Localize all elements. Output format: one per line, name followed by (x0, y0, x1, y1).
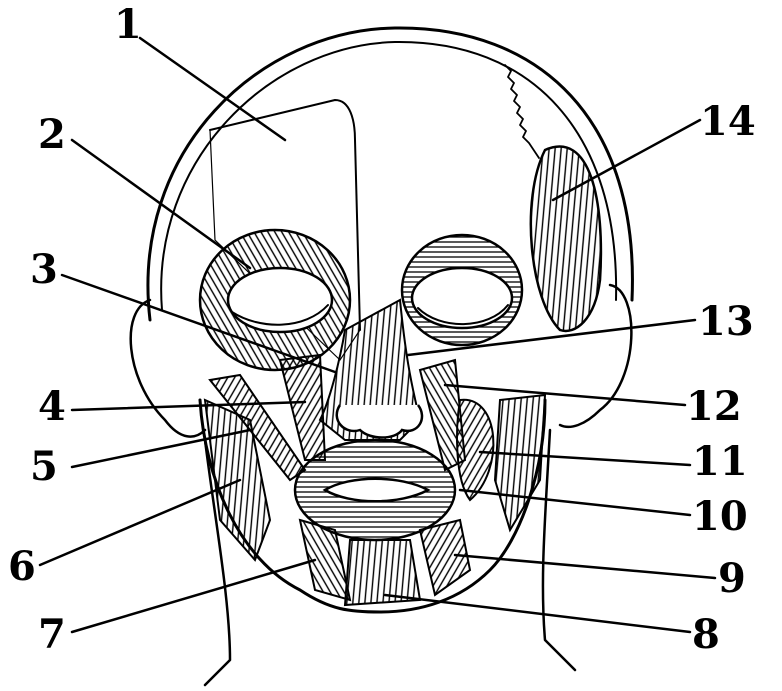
label-3: 3 (30, 246, 58, 293)
label-9: 9 (718, 555, 746, 602)
label-8: 8 (692, 611, 720, 658)
label-13: 13 (698, 298, 754, 345)
depressor-anguli-right (420, 520, 470, 595)
left-ear (131, 300, 205, 437)
buccinator-right (457, 400, 493, 500)
label-12: 12 (686, 383, 742, 430)
mentalis (345, 540, 420, 605)
cranial-suture (505, 65, 539, 158)
label-2: 2 (38, 111, 66, 158)
temporalis-muscle (531, 147, 601, 331)
label-6: 6 (8, 543, 36, 590)
label-11: 11 (692, 438, 748, 485)
label-5: 5 (30, 443, 58, 490)
label-1: 1 (114, 1, 142, 48)
neck-right (543, 430, 575, 670)
masseter-right (495, 395, 545, 530)
label-4: 4 (38, 383, 66, 430)
label-14: 14 (700, 98, 756, 145)
label-10: 10 (692, 493, 748, 540)
right-eye (412, 268, 512, 328)
left-eye (228, 268, 332, 332)
label-7: 7 (38, 611, 66, 658)
